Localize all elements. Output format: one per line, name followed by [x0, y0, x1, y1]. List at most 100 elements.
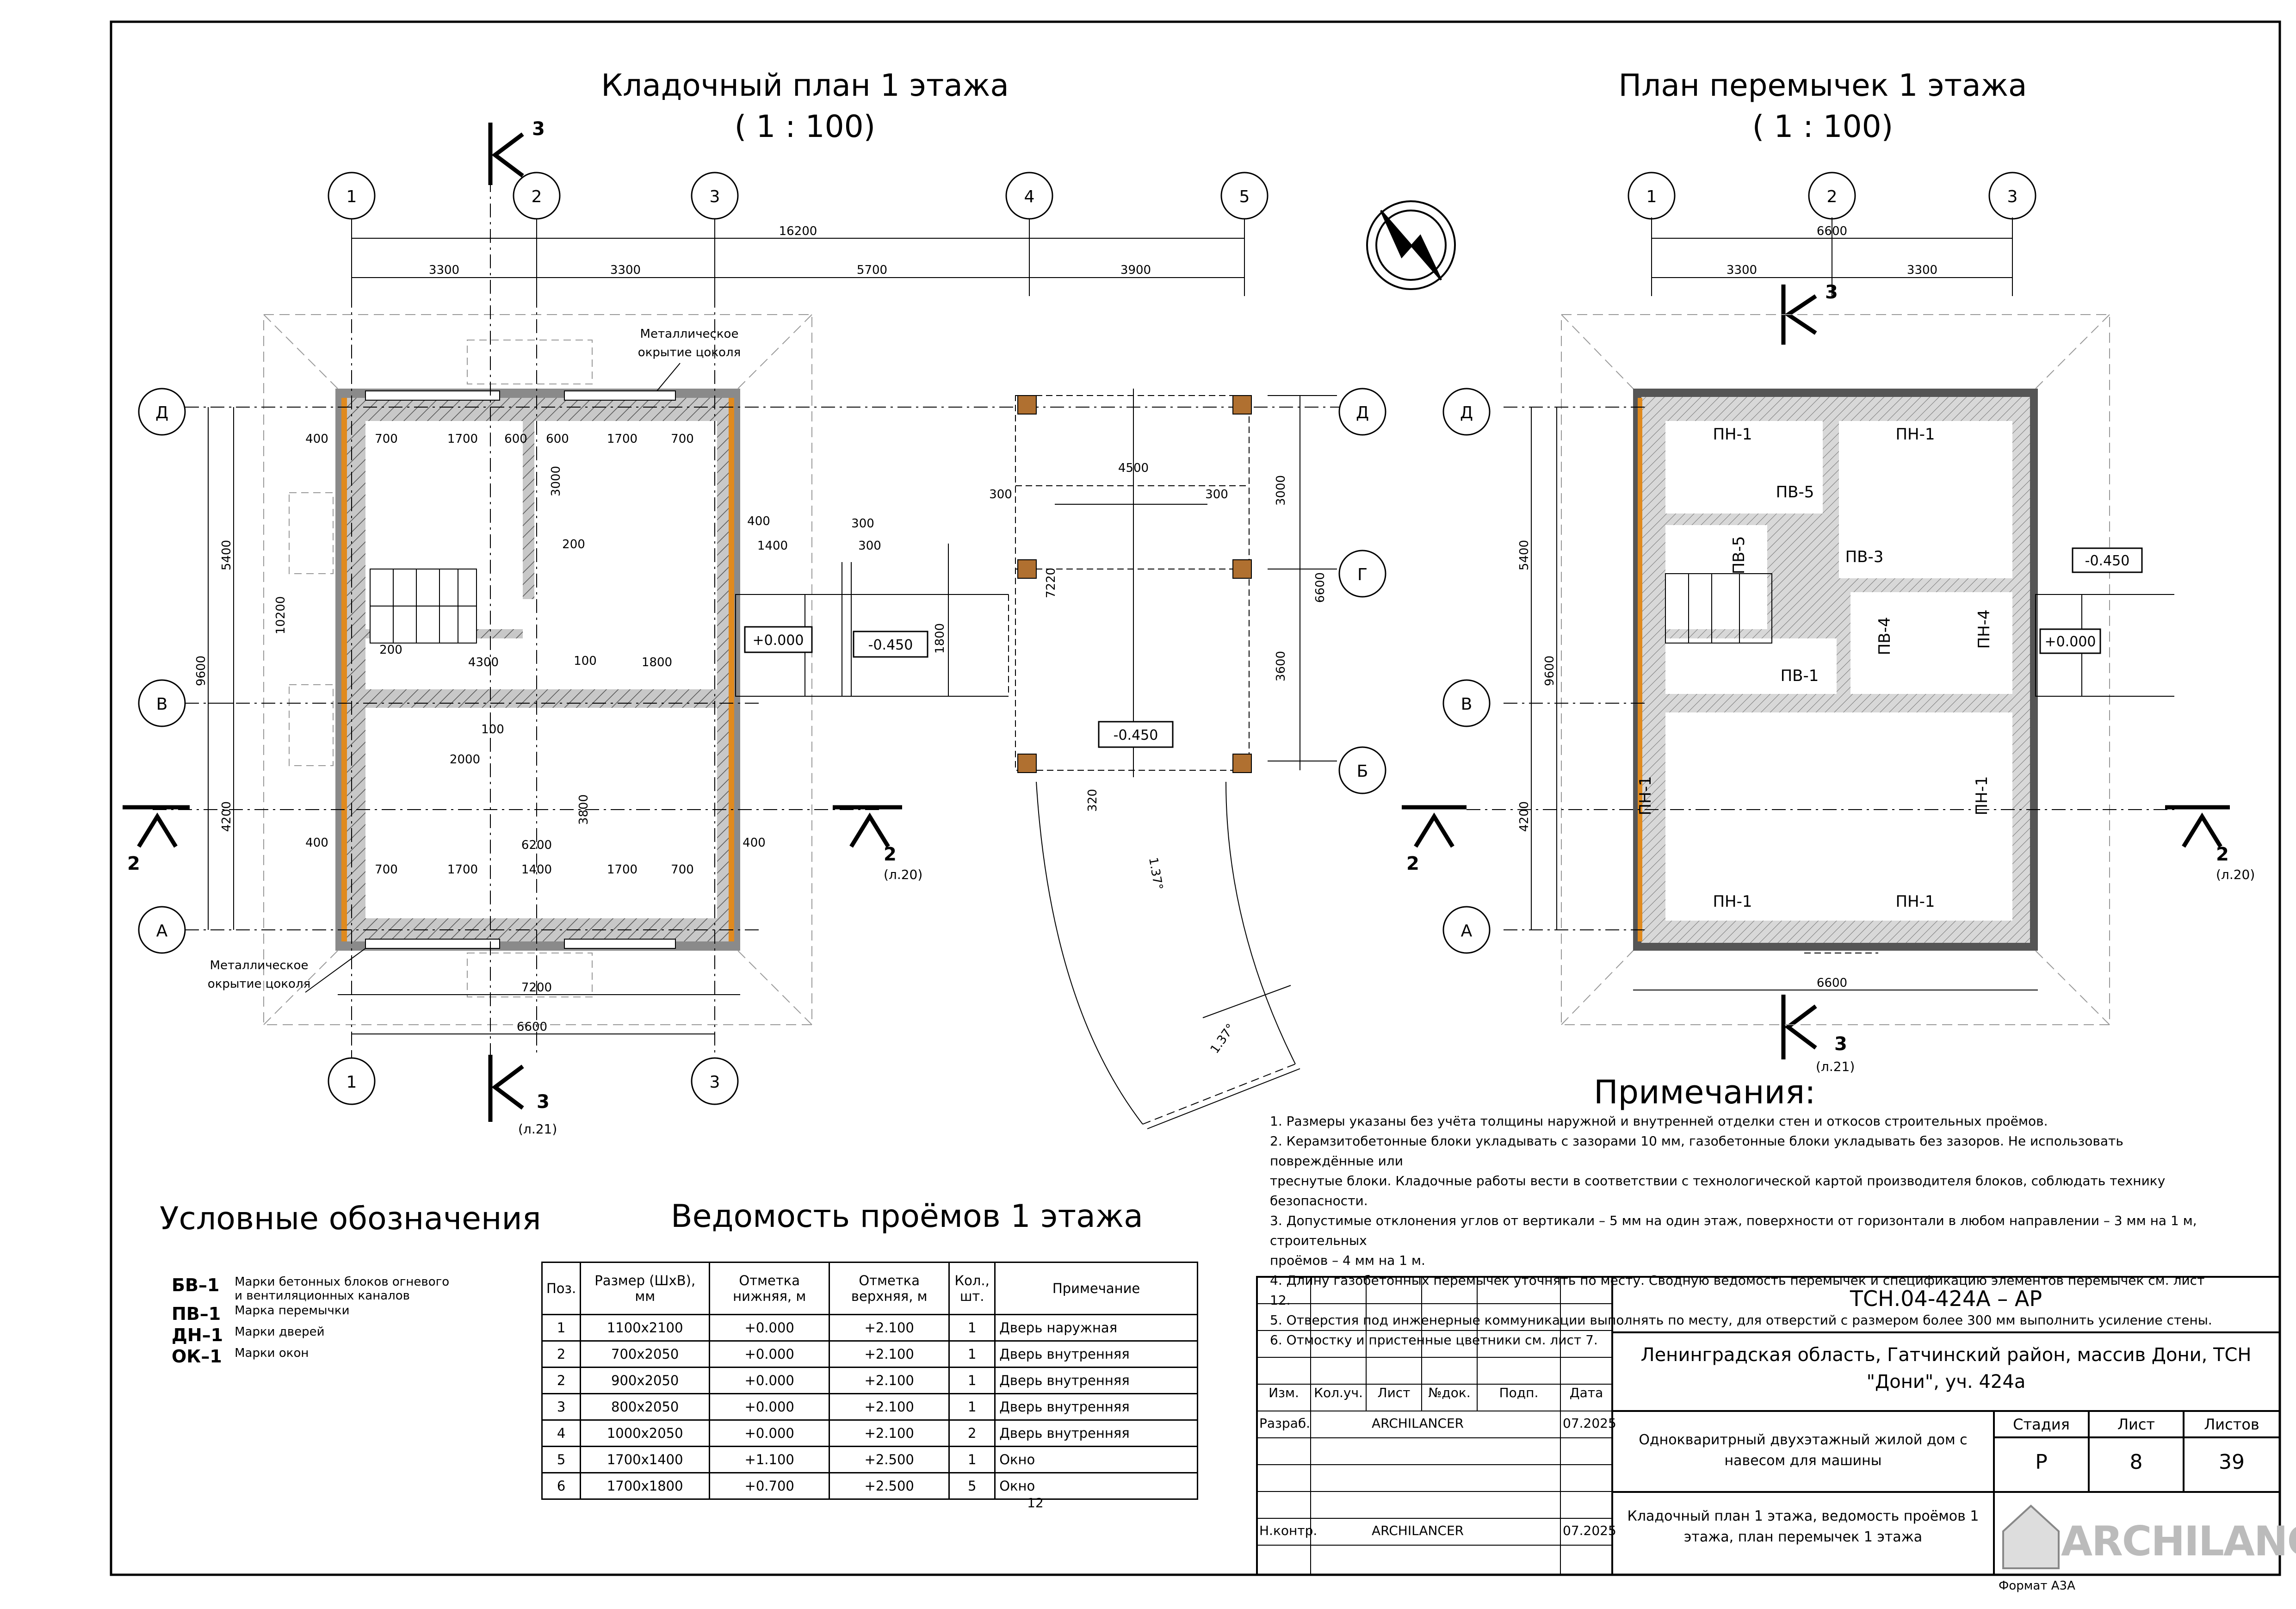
stamp-author: ARCHILANCER: [1372, 1416, 1464, 1431]
lintel-labels: ПН-1 ПН-1 ПВ-5 ПВ-3 ПВ-1 ПН-1 ПН-1 ПВ-5 …: [1636, 425, 1993, 911]
table-cell: 1: [948, 1367, 996, 1394]
section-2-left-plan2: 2: [1406, 853, 1419, 874]
stamp-col: №док.: [1428, 1385, 1471, 1400]
plan2-title: План перемычек 1 этажа: [1618, 68, 2027, 103]
dim-9600: 9600: [194, 656, 208, 686]
level-minus-terrace: -0.450: [868, 637, 913, 653]
col-header: Отметка нижняя, м: [709, 1262, 830, 1315]
stamp-object: Однокваритрный двухэтажный жилой дом с н…: [1612, 1430, 1994, 1471]
dim-3300-plan2-b: 3300: [1907, 263, 1937, 277]
note-2: 2. Керамзитобетонные блоки укладывать с …: [1270, 1133, 2123, 1169]
table-cell: 3: [541, 1393, 582, 1421]
table-cell: +2.100: [829, 1419, 950, 1447]
dim-6600-plan2: 6600: [1817, 224, 1847, 238]
section-refs: (л.21) (л.20) (л.21) (л.20): [518, 867, 2255, 1137]
table-cell: +0.700: [709, 1472, 830, 1500]
axis-2-plan2: 2: [1827, 187, 1838, 206]
dim-1700-c: 1700: [447, 863, 478, 877]
dim-700-d: 700: [671, 863, 694, 877]
dim-100-b: 100: [481, 723, 504, 736]
dim-3000-carport: 3000: [1274, 475, 1288, 506]
axis-v-plan2: В: [1461, 695, 1473, 714]
stamp-sheet-header: Лист: [2117, 1416, 2155, 1433]
table-cell: 1100x2100: [580, 1314, 711, 1342]
dim-2000: 2000: [450, 753, 480, 767]
table-cell: 2: [541, 1367, 582, 1394]
vertical-dims: 5400 4200 9600 10200 3000 3800 3000 6600…: [194, 466, 1557, 1056]
section-3-bottom: 3: [537, 1091, 550, 1113]
axis-1-bottom: 1: [347, 1073, 357, 1092]
table-cell: +0.000: [709, 1419, 830, 1447]
table-cell: 1: [948, 1340, 996, 1368]
stamp-content-line: Кладочный план 1 этажа, ведомость проёмо…: [1627, 1508, 1979, 1524]
legend-code: БВ–1: [172, 1275, 220, 1295]
level-minus-carport: -0.450: [1114, 727, 1158, 743]
stamp-col: Лист: [1377, 1385, 1411, 1400]
stamp-content-line: этажа, план перемычек 1 этажа: [1683, 1529, 1923, 1545]
table-cell: 1000x2050: [580, 1419, 711, 1447]
table-cell: 700x2050: [580, 1340, 711, 1368]
dim-700-a: 700: [375, 432, 398, 446]
col-header: Кол., шт.: [948, 1262, 996, 1315]
stamp-cols: Изм. Кол.уч. Лист №док. Подп. Дата: [1257, 1385, 1612, 1400]
table-cell: 1: [541, 1314, 582, 1342]
note-6: 6. Отмостку и пристенные цветники см. ли…: [1270, 1332, 1598, 1348]
logo-house-icon: [2002, 1504, 2060, 1569]
dim-5400-plan2: 5400: [1517, 540, 1531, 570]
level-marks: +0.000 -0.450 -0.450 +0.000 -0.450: [744, 547, 2143, 748]
table-cell: +2.100: [829, 1367, 950, 1394]
note-4: 4. Длину газобетонных перемычек уточнять…: [1270, 1273, 2205, 1308]
stamp-col: Дата: [1569, 1385, 1603, 1400]
axis-3-bottom: 3: [710, 1073, 720, 1092]
table-cell: 2: [948, 1419, 996, 1447]
level-zero: +0.000: [752, 632, 804, 649]
table-cell: 6: [541, 1472, 582, 1500]
axis-bubbles: [138, 172, 2036, 1105]
metal-bottom-2: окрытие цоколя: [208, 977, 310, 991]
dim-3300-a: 3300: [429, 263, 459, 277]
axis-labels: 1 2 3 4 5 1 3 Д В А Д Г Б 1 2 3 Д В А: [155, 187, 2018, 1092]
dim-3300-b: 3300: [610, 263, 641, 277]
dim-400-a: 400: [305, 432, 328, 446]
plan2-scale: ( 1 : 100): [1752, 109, 1894, 145]
stamp-sheet: 8: [2129, 1450, 2143, 1474]
stamp-object-line: навесом для машины: [1724, 1453, 1882, 1469]
openings-title: Ведомость проёмов 1 этажа: [671, 1198, 1143, 1235]
ref-20-plan2: (л.20): [2216, 867, 2255, 882]
dim-100: 100: [574, 654, 597, 668]
dim-3300-plan2-a: 3300: [1727, 263, 1757, 277]
stamp-content: Кладочный план 1 этажа, ведомость проёмо…: [1612, 1506, 1994, 1547]
table-cell: +0.000: [709, 1367, 830, 1394]
legend-title: Условные обозначения: [160, 1201, 541, 1237]
section-labels: 3 3 2 2 3 3 2 2: [127, 118, 2229, 1113]
notes-block: Примечания: 1. Размеры указаны без учёта…: [1270, 1073, 2218, 1350]
table-cell: Окно: [994, 1472, 1198, 1500]
dim-300-a: 300: [989, 488, 1012, 501]
dim-320: 320: [1086, 789, 1100, 812]
legend-code: ДН–1: [172, 1325, 223, 1345]
plan2-title-block: План перемычек 1 этажа ( 1 : 100): [1545, 65, 2100, 147]
dim-7220: 7220: [1044, 568, 1058, 598]
dim-4200: 4200: [220, 801, 234, 832]
col-header: Размер (ШхВ), мм: [580, 1262, 711, 1315]
table-cell: Дверь внутренняя: [994, 1367, 1198, 1394]
section-2-right: 2: [884, 844, 897, 865]
note-2b: треснутые блоки. Кладочные работы вести …: [1270, 1173, 2166, 1208]
note-1: 1. Размеры указаны без учёта толщины нар…: [1270, 1114, 2048, 1129]
legend-code: ПВ–1: [172, 1304, 221, 1324]
dim-9600-plan2: 9600: [1543, 656, 1557, 686]
table-cell: 5: [541, 1446, 582, 1473]
lintel-pv5: ПВ-5: [1776, 483, 1814, 501]
stamp-date: 07.2025: [1563, 1416, 1616, 1431]
dim-600-b: 600: [546, 432, 569, 446]
